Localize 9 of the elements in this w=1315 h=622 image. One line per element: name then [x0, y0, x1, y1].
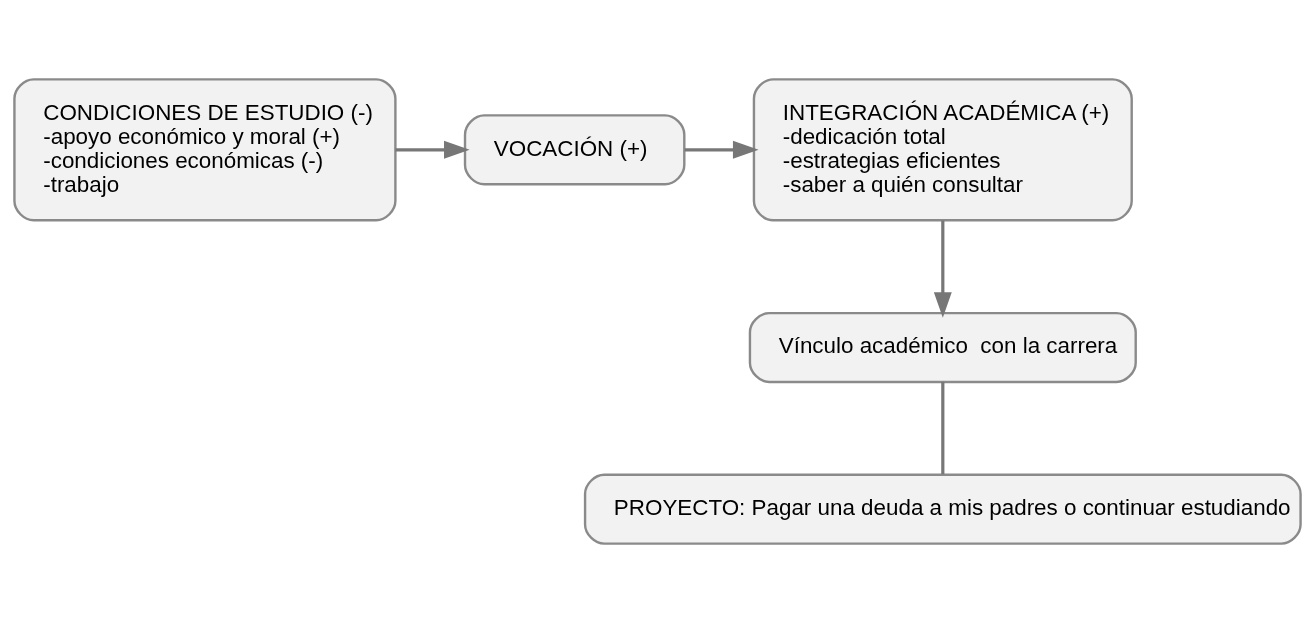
arrow [395, 140, 470, 159]
node-box: PROYECTO: Pagar una deuda a mis padres o continuar estudiando [583, 473, 1302, 545]
connector [941, 381, 945, 474]
node-box: Vínculo académico con la carrera [748, 311, 1137, 383]
arrow [684, 140, 759, 159]
node-box: VOCACIÓN (+) [463, 113, 686, 185]
node-box: CONDICIONES DE ESTUDIO (-) -apoyo económico y moral (+) -condiciones económicas (-) -trabajo [13, 77, 397, 221]
node-box: INTEGRACIÓN ACADÉMICA (+) -dedicación total -estrategias eficientes -saber a quién consultar [752, 77, 1133, 221]
arrow [933, 220, 952, 318]
